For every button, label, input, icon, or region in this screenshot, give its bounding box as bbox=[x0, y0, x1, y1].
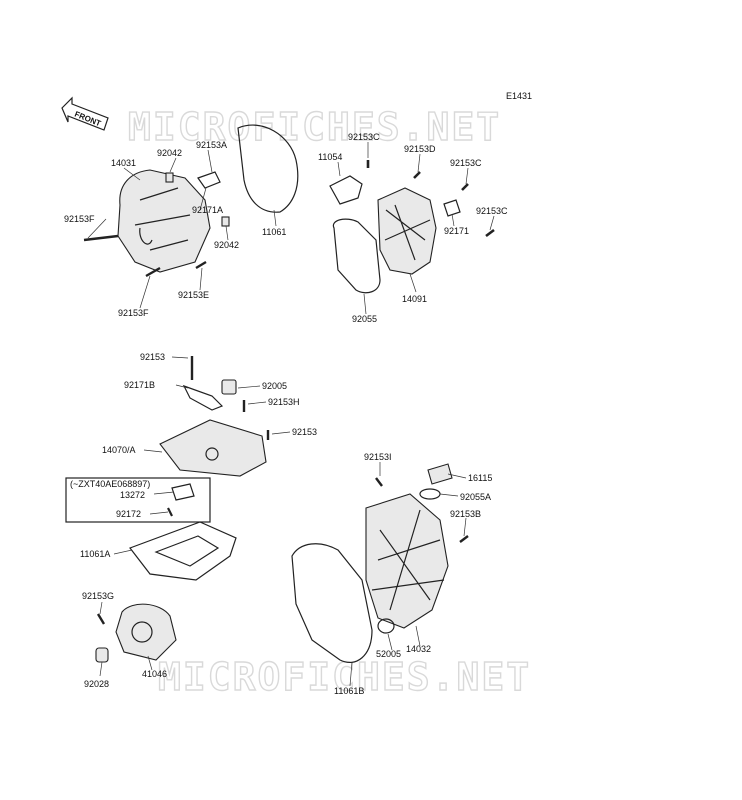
label-41046: 41046 bbox=[142, 669, 167, 679]
label-92153G: 92153G bbox=[82, 591, 114, 601]
front-arrow-icon: FRONT bbox=[61, 96, 109, 131]
gasket-11061 bbox=[237, 124, 299, 213]
label-92153C-2: 92153C bbox=[450, 158, 482, 168]
dowel-92042-b bbox=[221, 216, 230, 227]
cap-16115 bbox=[427, 463, 453, 485]
plate-13272 bbox=[171, 483, 195, 501]
fitting-92005 bbox=[221, 379, 237, 395]
label-92153-b: 92153 bbox=[292, 427, 317, 437]
gasket-11061A bbox=[129, 521, 237, 581]
bolt-92153F-2 bbox=[145, 266, 161, 278]
cover-14070A bbox=[159, 419, 267, 477]
seal-52005 bbox=[377, 618, 395, 634]
diagram-code: E1431 bbox=[506, 91, 532, 101]
leader-lines bbox=[87, 142, 495, 687]
label-14032: 14032 bbox=[406, 644, 431, 654]
bolt-92153G bbox=[96, 613, 106, 625]
gasket-11061B bbox=[291, 543, 373, 663]
label-92153C-3: 92153C bbox=[476, 206, 508, 216]
watermark-top: MICROFICHES.NET bbox=[128, 105, 501, 149]
label-92042-b: 92042 bbox=[214, 240, 239, 250]
label-14091: 14091 bbox=[402, 294, 427, 304]
label-92172: 92172 bbox=[116, 509, 141, 519]
label-92153D: 92153D bbox=[404, 144, 436, 154]
label-92055A: 92055A bbox=[460, 492, 491, 502]
clamp-92171A bbox=[197, 171, 221, 189]
label-11061B: 11061B bbox=[334, 686, 364, 696]
oring-92055A bbox=[419, 488, 441, 500]
bracket-11054 bbox=[329, 175, 363, 205]
label-92153F-1: 92153F bbox=[64, 214, 95, 224]
note-text: (~ZXT40AE068897) bbox=[70, 479, 150, 489]
label-92028: 92028 bbox=[84, 679, 109, 689]
label-13272: 13272 bbox=[120, 490, 145, 500]
label-11054: 11054 bbox=[318, 152, 342, 162]
bolt-92153E bbox=[195, 260, 207, 270]
label-14070A: 14070/A bbox=[102, 445, 136, 455]
cover-14032 bbox=[365, 493, 449, 629]
clamp-92171 bbox=[443, 199, 461, 217]
bolt-92153C-3 bbox=[485, 228, 495, 238]
gasket-92055 bbox=[332, 218, 381, 294]
label-11061: 11061 bbox=[262, 227, 286, 237]
bolt-92153B bbox=[459, 535, 469, 543]
label-92055: 92055 bbox=[352, 314, 377, 324]
label-92153-a: 92153 bbox=[140, 352, 165, 362]
note-box bbox=[65, 477, 211, 523]
label-92042-a: 92042 bbox=[157, 148, 182, 158]
cover-14091 bbox=[377, 187, 437, 275]
label-92153H: 92153H bbox=[268, 397, 300, 407]
bolt-92153I bbox=[375, 477, 383, 487]
label-92153E: 92153E bbox=[178, 290, 209, 300]
dowel-92042-a bbox=[165, 172, 174, 183]
clamp-92171B bbox=[182, 384, 224, 411]
label-92153F-2: 92153F bbox=[118, 308, 149, 318]
label-14031: 14031 bbox=[111, 158, 136, 168]
label-92153C-1: 92153C bbox=[348, 132, 380, 142]
cover-14031 bbox=[117, 169, 211, 273]
bolt-92153F-1 bbox=[83, 234, 119, 242]
cap-41046 bbox=[115, 603, 177, 661]
label-92171: 92171 bbox=[444, 226, 469, 236]
label-92171B: 92171B bbox=[124, 380, 155, 390]
plug-92028 bbox=[95, 647, 109, 663]
bolt-92153D bbox=[413, 171, 421, 179]
label-92171A: 92171A bbox=[192, 205, 223, 215]
label-16115: 16115 bbox=[468, 473, 492, 483]
part-labels: 14031 92042 92153A 92153F 92171A 92042 1… bbox=[64, 132, 508, 696]
label-92005: 92005 bbox=[262, 381, 287, 391]
label-92153A: 92153A bbox=[196, 140, 227, 150]
bolt-92153C-2 bbox=[461, 183, 469, 191]
screw-92172 bbox=[167, 507, 173, 517]
label-52005: 52005 bbox=[376, 649, 401, 659]
label-92153B: 92153B bbox=[450, 509, 481, 519]
label-11061A: 11061A bbox=[80, 549, 110, 559]
label-92153I: 92153I bbox=[364, 452, 392, 462]
